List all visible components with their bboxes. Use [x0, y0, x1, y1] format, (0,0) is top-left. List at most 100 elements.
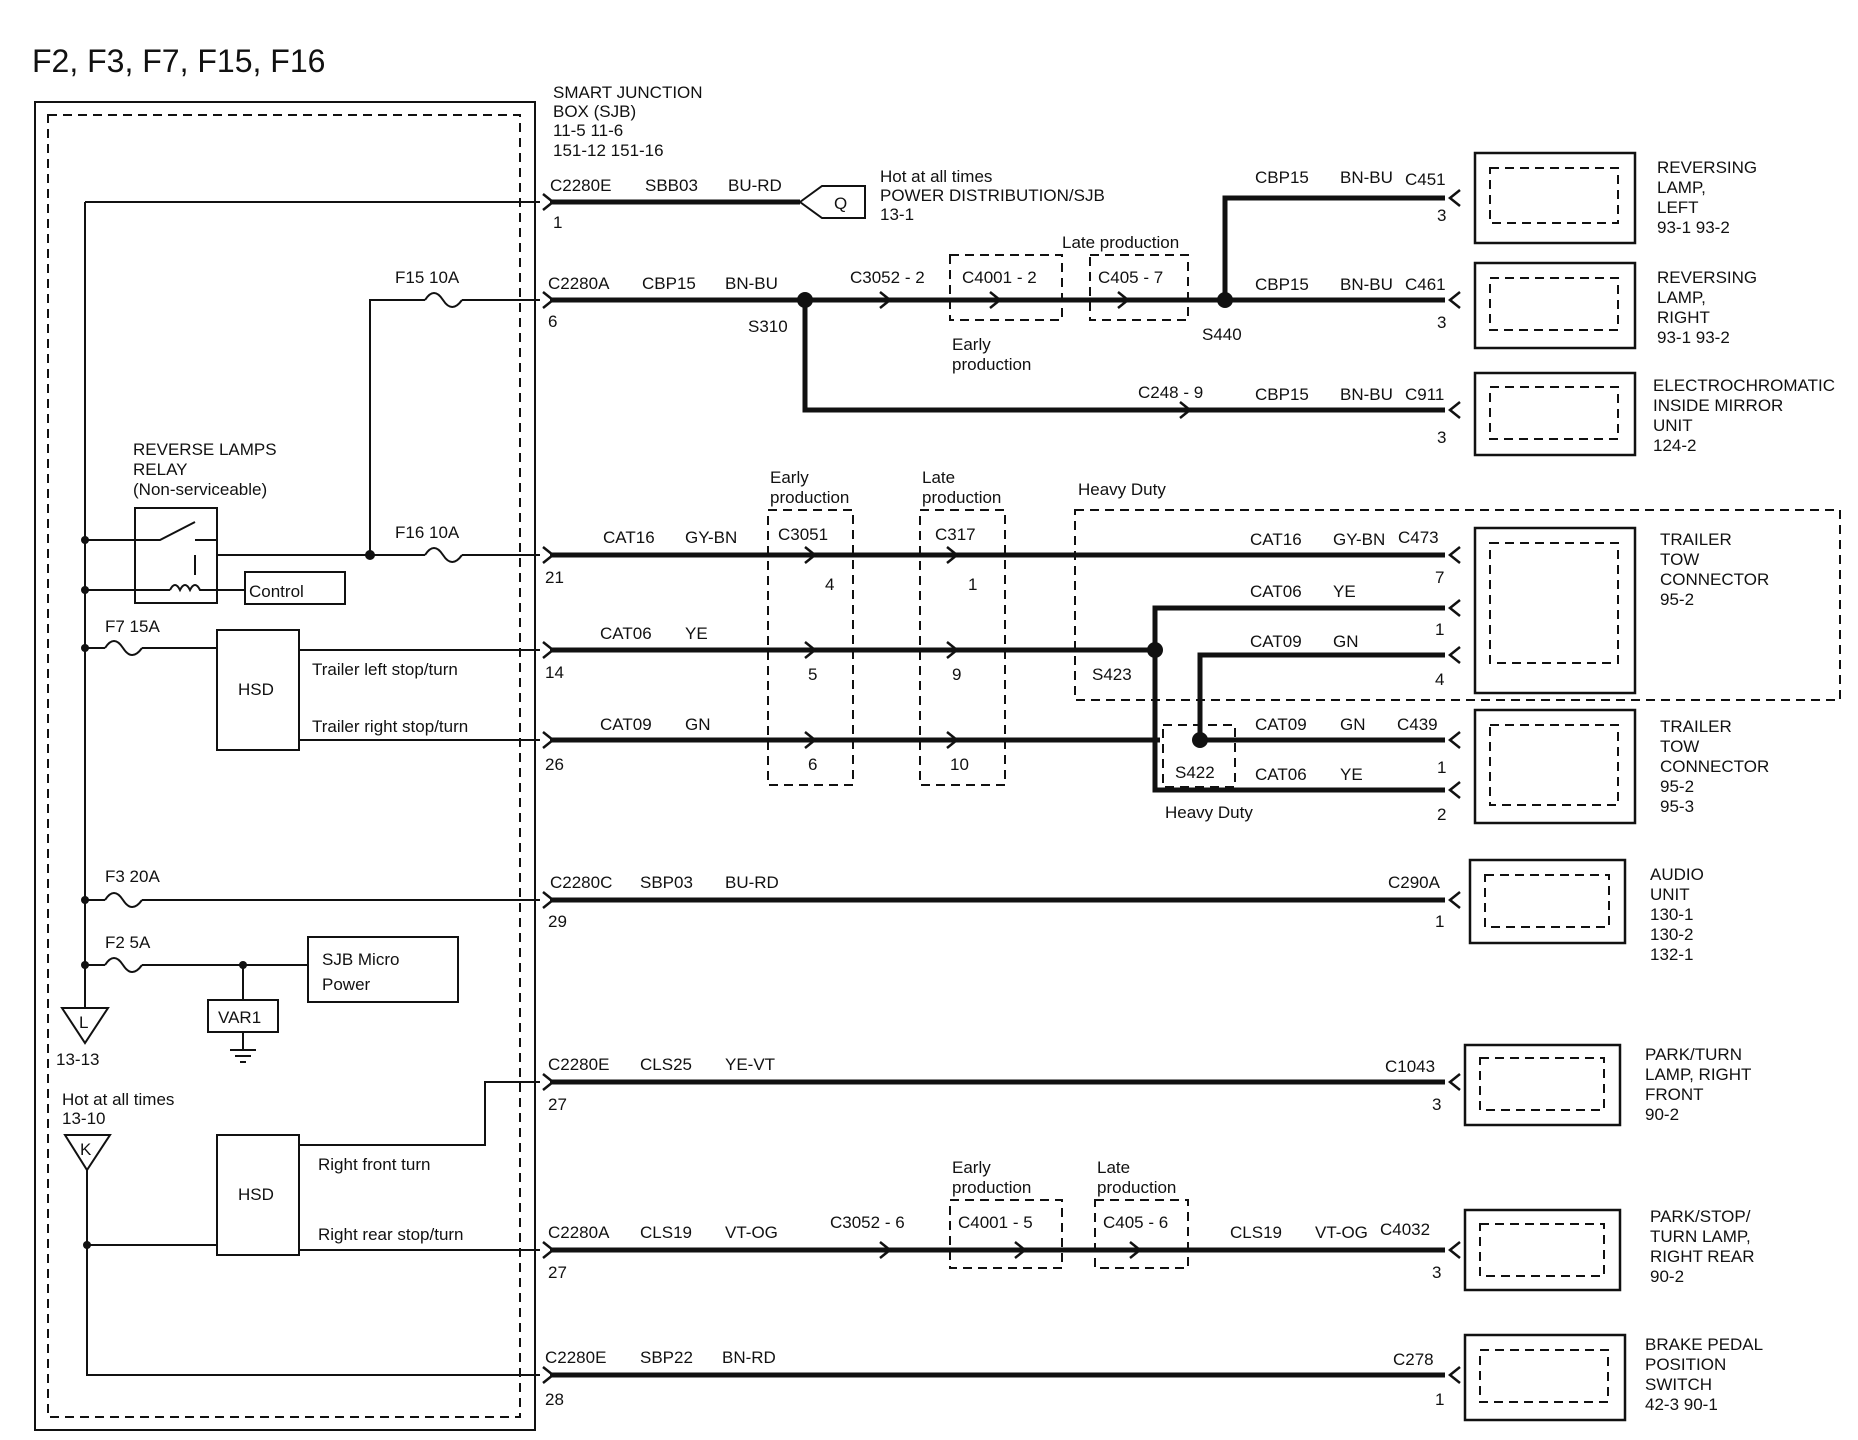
- inline-c3051: C3051: [778, 525, 828, 544]
- inline-c405-box: [1089, 254, 1189, 321]
- conn-label: C461: [1405, 275, 1446, 294]
- sjb-inner-dashed: [47, 114, 521, 1418]
- inline-arrow: [879, 291, 893, 309]
- pin-label: 28: [545, 1390, 564, 1409]
- reversing-lamp-right: [1473, 261, 1637, 350]
- wire-hot-k: [86, 1170, 540, 1376]
- color-label: GN: [1333, 632, 1359, 651]
- conn-label: C4032: [1380, 1220, 1430, 1239]
- color-label: GY-BN: [1333, 530, 1385, 549]
- connector-arrow: [1447, 546, 1461, 564]
- conn-label: C2280A: [548, 1223, 610, 1242]
- component-label: LAMP,: [1657, 178, 1706, 197]
- component-inner: [1489, 724, 1619, 806]
- late-production-label: Late: [1097, 1158, 1130, 1177]
- component-label: CONNECTOR: [1660, 570, 1769, 589]
- early-production-label: Early: [770, 468, 809, 487]
- pin-label: 3: [1437, 206, 1446, 225]
- signal-label: Right front turn: [318, 1155, 430, 1174]
- inline-c317: C317: [935, 525, 976, 544]
- component-ref: 93-1 93-2: [1657, 218, 1730, 237]
- inline-arrow: [1179, 401, 1193, 419]
- conn-label: C1043: [1385, 1057, 1435, 1076]
- diagram-title: F2, F3, F7, F15, F16: [32, 43, 325, 79]
- late-production-label: Late: [922, 468, 955, 487]
- splice-s423-label: S423: [1092, 665, 1132, 684]
- circuit-label: CLS19: [1230, 1223, 1282, 1242]
- fuse-f16: [424, 547, 463, 563]
- component-label: RIGHT: [1657, 308, 1710, 327]
- late-production-label: Late production: [1062, 233, 1179, 252]
- sjb-refs-2: 151-12 151-16: [553, 141, 664, 160]
- component-label: BRAKE PEDAL: [1645, 1335, 1763, 1354]
- circuit-label: CBP15: [1255, 168, 1309, 187]
- circuit-label: CBP15: [1255, 275, 1309, 294]
- inline-arrow: [879, 1241, 893, 1259]
- pin-label: 14: [545, 663, 564, 682]
- splice-s310: [797, 292, 813, 308]
- pin-label: 7: [1435, 568, 1444, 587]
- wire-cat06-hd: [1152, 605, 1445, 650]
- component-label: TURN LAMP,: [1650, 1227, 1751, 1246]
- heavy-duty-label: Heavy Duty: [1165, 803, 1253, 822]
- circuit-label: CAT09: [600, 715, 652, 734]
- fuse-f15-label: F15 10A: [395, 268, 460, 287]
- hsd-label: HSD: [238, 1185, 274, 1204]
- fuse-f3: [104, 892, 143, 908]
- inline-arrow: [946, 641, 960, 659]
- circuit-label: CLS19: [640, 1223, 692, 1242]
- component-label: POSITION: [1645, 1355, 1726, 1374]
- color-label: BN-BU: [725, 274, 778, 293]
- component-inner: [1479, 1223, 1605, 1277]
- connector-arrow: [1447, 781, 1461, 799]
- trailer-tow-connector-1: [1473, 526, 1637, 695]
- component-ref: 95-3: [1660, 797, 1694, 816]
- inline-c3052: C3052 - 6: [830, 1213, 905, 1232]
- component-ref: 95-2: [1660, 777, 1694, 796]
- pin-label: 3: [1432, 1095, 1441, 1114]
- component-ref: 130-2: [1650, 925, 1693, 944]
- inline-arrow: [804, 641, 818, 659]
- relay-label-3: (Non-serviceable): [133, 480, 267, 499]
- component-label: LAMP,: [1657, 288, 1706, 307]
- circuit-label: SBP22: [640, 1348, 693, 1367]
- sjb-micro-label: SJB Micro: [322, 950, 399, 969]
- ground-icon: [230, 1032, 256, 1063]
- connector-arrow: [1447, 1366, 1461, 1384]
- splice-s422: [1192, 732, 1208, 748]
- connector-arrow: [1447, 599, 1461, 617]
- circuit-label: CAT06: [1250, 582, 1302, 601]
- hot-note: Hot at all times: [880, 167, 992, 186]
- fuse-f2: [104, 957, 143, 973]
- color-label: GY-BN: [685, 528, 737, 547]
- component-ref: 95-2: [1660, 590, 1694, 609]
- pin-label: 1: [1435, 620, 1444, 639]
- junction-dot: [83, 1241, 91, 1249]
- inline-arrow: [1129, 1241, 1143, 1259]
- fuse-f16-label: F16 10A: [395, 523, 460, 542]
- fuse-f3-label: F3 20A: [105, 867, 160, 886]
- component-label: PARK/STOP/: [1650, 1207, 1751, 1226]
- hsd-module-2: [216, 1134, 300, 1256]
- connector-arrow: [1447, 291, 1461, 309]
- inline-c3052: C3052 - 2: [850, 268, 925, 287]
- circuit-label: CAT16: [1250, 530, 1302, 549]
- color-label: BN-BU: [1340, 385, 1393, 404]
- pin-label: 9: [952, 665, 961, 684]
- component-ref: 42-3 90-1: [1645, 1395, 1718, 1414]
- brake-pedal-position-switch: [1463, 1333, 1627, 1422]
- component-label: AUDIO: [1650, 865, 1704, 884]
- heavy-duty-box: [1074, 509, 1841, 701]
- hot-flag-l: [60, 1007, 110, 1045]
- conn-label: C2280E: [548, 1055, 609, 1074]
- var1-label: VAR1: [218, 1008, 261, 1027]
- component-label: REVERSING: [1657, 268, 1757, 287]
- component-label: TOW: [1660, 737, 1699, 756]
- component-inner: [1489, 277, 1619, 331]
- circuit-label: CAT09: [1250, 632, 1302, 651]
- junction-dot: [365, 550, 375, 560]
- hot-ref: 13-13: [56, 1050, 99, 1069]
- circuit-label: CAT06: [1255, 765, 1307, 784]
- inline-c405: C405 - 6: [1103, 1213, 1168, 1232]
- splice-s440: [1217, 292, 1233, 308]
